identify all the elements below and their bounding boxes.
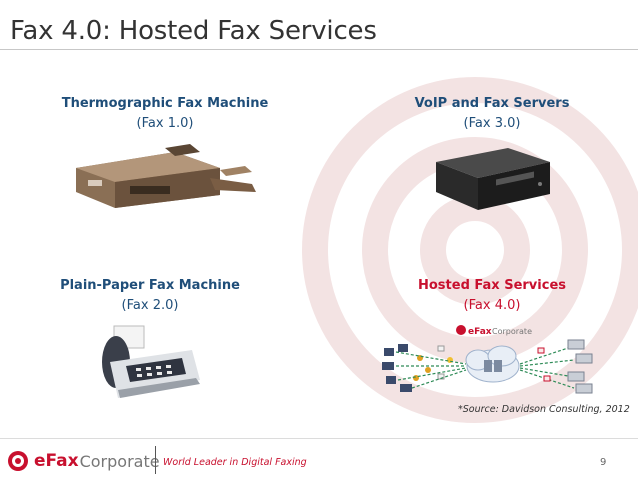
footer-tagline: World Leader in Digital Faxing xyxy=(163,457,307,468)
caption-heading: Thermographic Fax Machine xyxy=(61,96,269,111)
logo-corporate: Corporate xyxy=(79,451,160,471)
diagram-logo-efax: eFax xyxy=(468,327,492,337)
plain-paper-fax-machine-image xyxy=(102,325,200,398)
caption-sub: (Fax 3.0) xyxy=(463,116,521,131)
source-note: *Source: Davidson Consulting, 2012 xyxy=(458,404,630,415)
footer-separator xyxy=(155,446,156,474)
caption-voip: VoIP and Fax Servers (Fax 3.0) xyxy=(392,94,592,134)
hosted-fax-network-diagram: eFax Corporate xyxy=(382,325,593,394)
footer-divider xyxy=(0,438,638,439)
voip-fax-server-image xyxy=(436,148,550,210)
page-number: 9 xyxy=(600,457,607,468)
caption-plain-paper: Plain-Paper Fax Machine (Fax 2.0) xyxy=(30,276,270,316)
thermographic-fax-machine-image xyxy=(76,144,256,208)
caption-sub: (Fax 1.0) xyxy=(136,116,194,131)
caption-thermographic: Thermographic Fax Machine (Fax 1.0) xyxy=(40,94,290,134)
caption-heading: VoIP and Fax Servers xyxy=(414,96,570,111)
logo-fax: Fax xyxy=(45,451,79,471)
caption-hosted: Hosted Fax Services (Fax 4.0) xyxy=(392,276,592,316)
logo-e: e xyxy=(34,451,46,471)
caption-heading: Plain-Paper Fax Machine xyxy=(60,278,240,293)
caption-sub: (Fax 4.0) xyxy=(463,298,521,313)
efax-corporate-diagram-logo: eFax Corporate xyxy=(456,325,532,337)
efax-swirl-icon xyxy=(8,451,28,471)
caption-sub: (Fax 2.0) xyxy=(121,298,179,313)
slide-title: Fax 4.0: Hosted Fax Services xyxy=(10,16,377,46)
caption-heading: Hosted Fax Services xyxy=(418,278,566,293)
title-divider xyxy=(0,49,638,50)
diagram-logo-corporate: Corporate xyxy=(492,327,532,336)
